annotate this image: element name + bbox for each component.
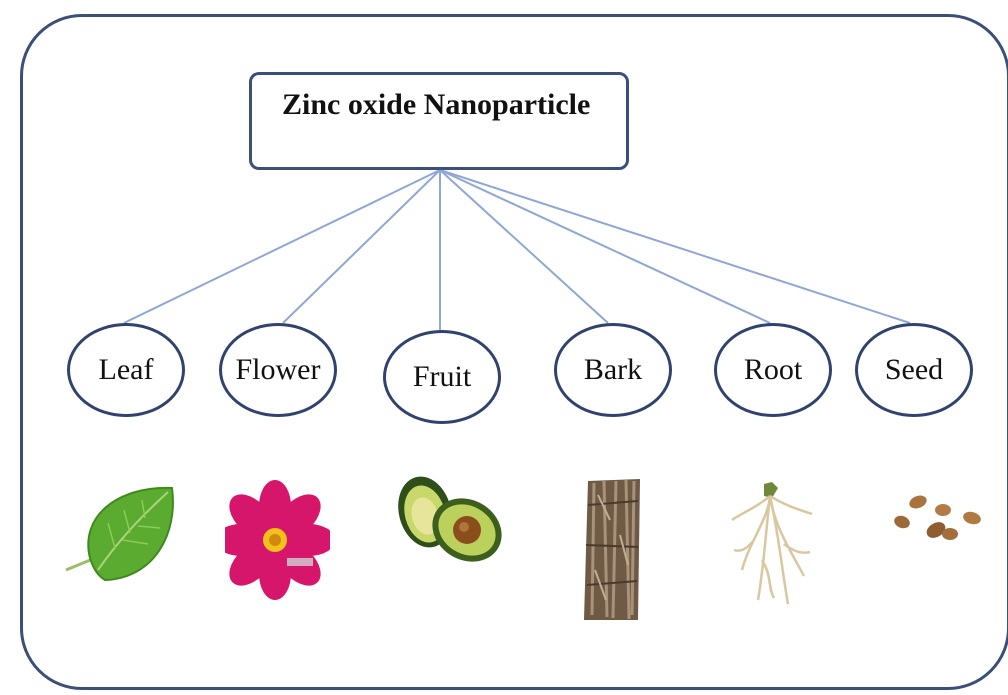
connector-seed [440,170,910,323]
node-bark: Bark [554,323,672,417]
seed-icon [888,490,988,550]
avocado-icon [395,472,510,572]
node-seed-label: Seed [885,353,943,387]
flower-icon [225,472,330,612]
root-node-label: Zinc oxide Nanoparticle [282,88,590,122]
leaf-icon [60,478,185,588]
connector-flower [283,170,440,323]
connector-bark [440,170,608,323]
node-fruit-label: Fruit [413,360,471,394]
node-root-label: Root [744,353,802,387]
node-bark-label: Bark [584,353,642,387]
node-flower-label: Flower [236,353,321,387]
node-leaf-label: Leaf [99,353,154,387]
node-flower: Flower [219,323,337,417]
node-seed: Seed [855,323,973,417]
connector-root [440,170,770,323]
node-leaf: Leaf [67,323,185,417]
node-root: Root [714,323,832,417]
root-icon [728,480,816,610]
bark-icon [580,475,650,623]
connector-leaf [124,170,440,323]
node-fruit: Fruit [383,330,501,424]
